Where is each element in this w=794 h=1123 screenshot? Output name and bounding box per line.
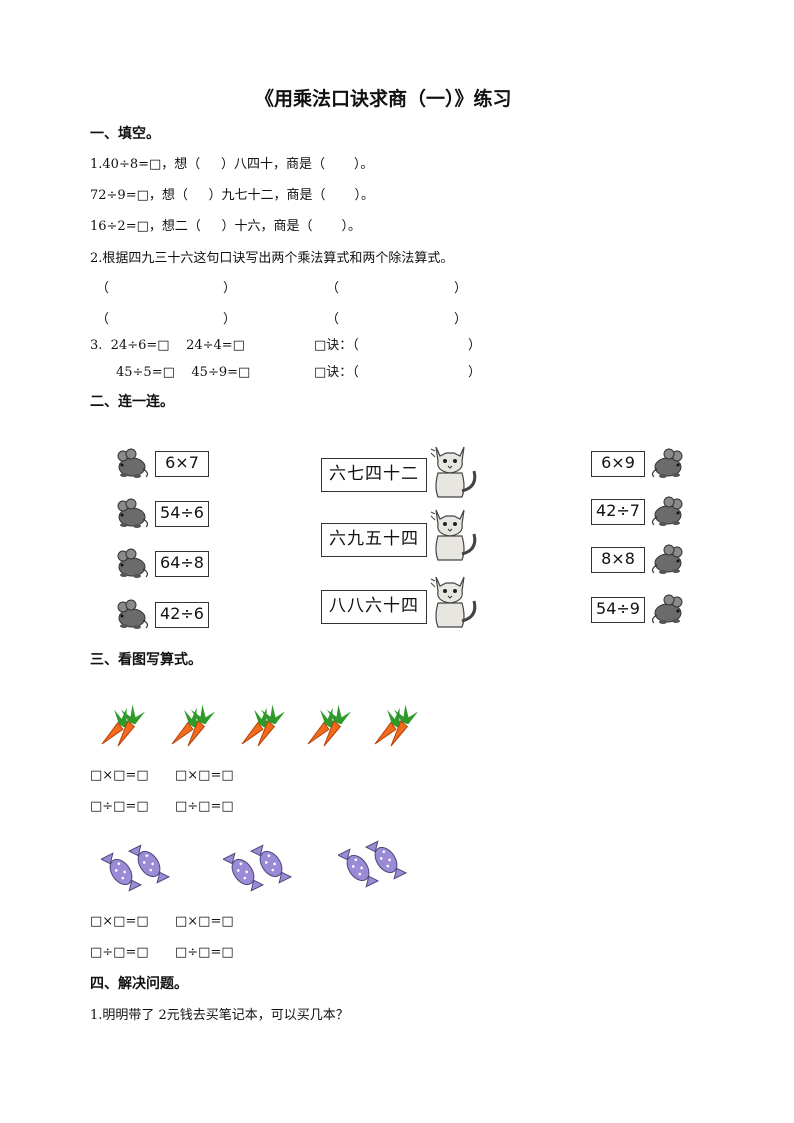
candy-pair-icon	[101, 840, 170, 896]
answer-paren-open: （	[326, 312, 340, 327]
section-3-heading: 三、看图写算式。	[90, 652, 202, 668]
answer-paren-close: ）	[223, 312, 237, 327]
mouse-icon	[651, 448, 683, 479]
mouse-icon	[651, 544, 683, 575]
answer-paren-close: ）	[223, 281, 237, 296]
right-card-3[interactable]: 8×8	[591, 547, 645, 573]
mouse-icon	[651, 594, 683, 625]
carrot-bunch-icon	[307, 703, 355, 750]
answer-paren-open: （	[96, 312, 110, 327]
mouse-icon	[651, 496, 683, 527]
fill-q1b: 72÷9=□，想（ ）九七十二，商是（ ）。	[90, 188, 374, 203]
mouse-icon	[117, 448, 149, 479]
fill-q3b: 45÷5=□ 45÷9=□	[116, 365, 251, 380]
left-card-4[interactable]: 42÷6	[155, 602, 209, 628]
mouse-icon	[117, 548, 149, 579]
carrot-bunch-icon	[101, 703, 149, 750]
answer-paren-open: （	[326, 281, 340, 296]
problem-q1: 1.明明带了 2元钱去买笔记本，可以买几本？	[90, 1008, 349, 1023]
fill-q2: 2.根据四九三十六这句口诀写出两个乘法算式和两个除法算式。	[90, 251, 454, 266]
carrot-bunch-icon	[171, 703, 219, 750]
cat-icon	[429, 445, 477, 499]
kj-label: □诀：（	[314, 365, 359, 380]
kj-close: ）	[468, 338, 482, 353]
left-card-3[interactable]: 64÷8	[155, 551, 209, 577]
left-card-2[interactable]: 54÷6	[155, 501, 209, 527]
right-card-2[interactable]: 42÷7	[591, 499, 645, 525]
cat-icon	[429, 575, 477, 629]
candy-div-2: □÷□=□	[175, 945, 234, 960]
fill-q1a: 1.40÷8=□，想（ ）八四十，商是（ ）。	[90, 157, 374, 172]
answer-paren-close: ）	[454, 312, 468, 327]
section-1-heading: 一、填空。	[90, 126, 160, 142]
answer-paren-close: ）	[454, 281, 468, 296]
carrot-div-1: □÷□=□	[90, 799, 149, 814]
rhyme-card-2[interactable]: 六九五十四	[321, 523, 427, 557]
carrot-mul-2: □×□=□	[175, 768, 234, 783]
fill-q3a: 3. 24÷6=□ 24÷4=□	[90, 338, 245, 353]
carrot-div-2: □÷□=□	[175, 799, 234, 814]
kj-close: ）	[468, 365, 482, 380]
fill-q1c: 16÷2=□，想二（ ）十六，商是（ ）。	[90, 219, 361, 234]
carrot-mul-1: □×□=□	[90, 768, 149, 783]
mouse-icon	[117, 498, 149, 529]
page-title: 《用乘法口诀求商（一）》练习	[255, 88, 512, 110]
right-card-1[interactable]: 6×9	[591, 451, 645, 477]
cat-icon	[429, 508, 477, 562]
rhyme-card-1[interactable]: 六七四十二	[321, 458, 427, 492]
rhyme-card-3[interactable]: 八八六十四	[321, 590, 427, 624]
section-4-heading: 四、解决问题。	[90, 976, 188, 992]
carrot-bunch-icon	[241, 703, 289, 750]
candy-mul-2: □×□=□	[175, 914, 234, 929]
right-card-4[interactable]: 54÷9	[591, 597, 645, 623]
candy-div-1: □÷□=□	[90, 945, 149, 960]
candy-pair-icon	[223, 840, 292, 896]
candy-pair-icon	[338, 836, 407, 892]
carrot-bunch-icon	[374, 703, 422, 750]
kj-label: □诀：（	[314, 338, 359, 353]
answer-paren-open: （	[96, 281, 110, 296]
left-card-1[interactable]: 6×7	[155, 451, 209, 477]
mouse-icon	[117, 599, 149, 630]
section-2-heading: 二、连一连。	[90, 394, 174, 410]
candy-mul-1: □×□=□	[90, 914, 149, 929]
